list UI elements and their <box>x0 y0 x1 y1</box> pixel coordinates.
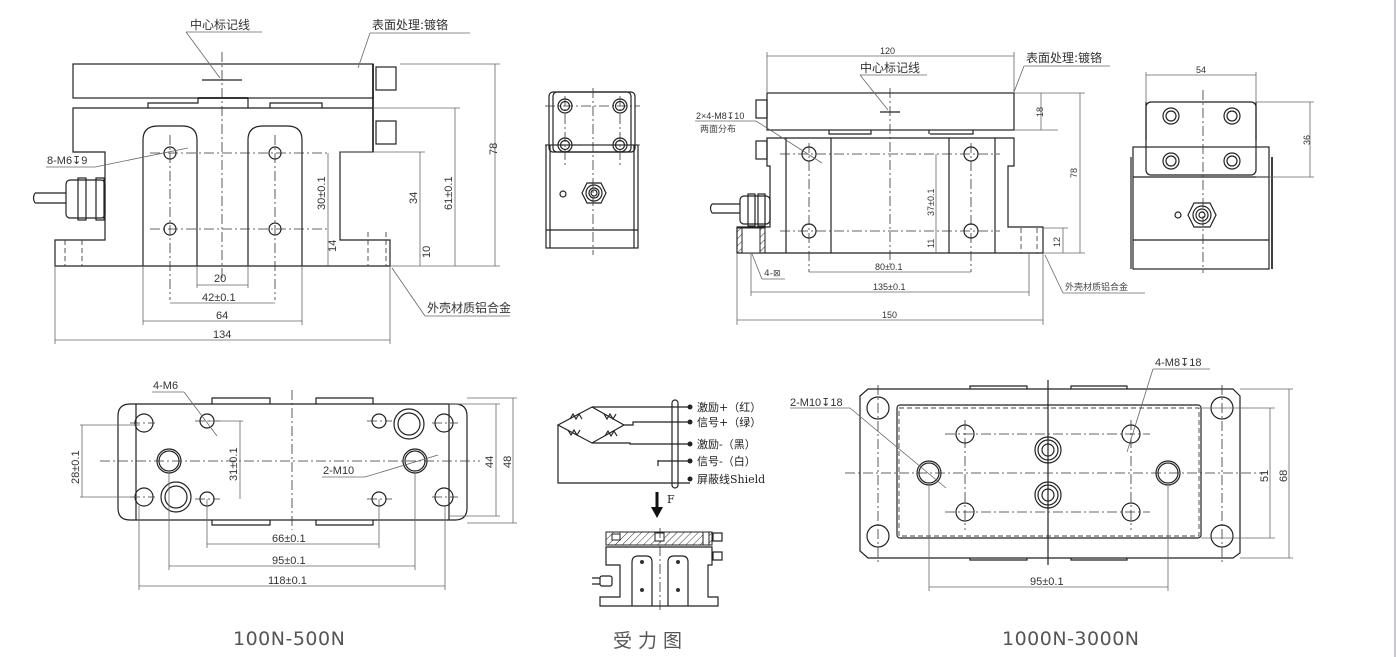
dim-150: 150 <box>882 310 897 320</box>
caption-1000n-3000n: 1000N-3000N <box>1002 628 1140 650</box>
dim-80: 80±0.1 <box>875 262 902 272</box>
dim-36: 36 <box>1302 135 1312 145</box>
wiring-diagram: 激励+（红） 信号+（绿） 激励-（黑） 信号-（白） 屏蔽线Shield <box>556 399 765 489</box>
force-label: F <box>667 493 675 506</box>
holes-4-m6-label: 4-M6 <box>153 380 178 392</box>
dim-34: 34 <box>408 192 420 204</box>
side-view-100-500 <box>545 88 640 255</box>
dim-20: 20 <box>214 273 226 285</box>
top-view-1000-3000: 2-M10↧18 4-M8↧18 51 68 95±0.1 <box>790 357 1293 591</box>
dim-28: 28±0.1 <box>70 450 82 484</box>
dim-95-large: 95±0.1 <box>1030 576 1064 588</box>
dim-51: 51 <box>1259 470 1271 482</box>
wire-signal-minus: 信号-（白） <box>697 454 756 468</box>
dim-11: 11 <box>926 239 936 248</box>
surface-treatment-label: 表面处理:镀铬 <box>372 17 448 32</box>
wire-excitation-plus: 激励+（红） <box>697 400 761 414</box>
dim-31: 31±0.1 <box>228 447 240 481</box>
dim-54: 54 <box>1196 65 1206 75</box>
m10-depth-label: 2-M10↧18 <box>790 397 843 409</box>
dim-68: 68 <box>1278 470 1290 482</box>
dim-10: 10 <box>421 246 433 258</box>
thread-sub-label: 两面分布 <box>700 123 736 135</box>
caption-force-diagram: 受力图 <box>613 630 689 652</box>
force-diagram: F <box>592 492 723 610</box>
wire-shield: 屏蔽线Shield <box>697 472 765 486</box>
dim-95: 95±0.1 <box>272 555 306 567</box>
wire-excitation-minus: 激励-（黑） <box>697 437 756 451</box>
dim-14: 14 <box>327 240 339 252</box>
dim-64: 64 <box>216 310 228 322</box>
surface-treatment-label-large: 表面处理:镀铬 <box>1026 50 1102 65</box>
dim-42: 42±0.1 <box>202 292 236 304</box>
center-mark-label-large: 中心标记线 <box>860 60 920 75</box>
dim-134: 134 <box>213 329 231 341</box>
dim-78: 78 <box>488 143 500 155</box>
dim-120: 120 <box>880 46 895 56</box>
center-mark-label: 中心标记线 <box>190 17 250 32</box>
housing-material-label-large: 外壳材质铝合金 <box>1065 281 1128 293</box>
dim-12: 12 <box>1052 237 1062 247</box>
force-arrow-icon <box>651 507 663 518</box>
side-view-1000-3000: 54 36 <box>1130 65 1314 273</box>
dim-135: 135±0.1 <box>873 282 905 292</box>
dim-66: 66±0.1 <box>272 533 306 545</box>
dim-18: 18 <box>1035 107 1045 117</box>
dim-48: 48 <box>502 456 514 468</box>
front-view-1000-3000: 中心标记线 表面处理:镀铬 2×4-M8↧10 两面分布 4-⊠ 外壳材质铝合金… <box>695 46 1145 325</box>
wire-signal-plus: 信号+（绿） <box>697 415 761 429</box>
dim-118: 118±0.1 <box>268 575 307 587</box>
dim-78-large: 78 <box>1069 168 1079 178</box>
front-view-100-500: 中心标记线 表面处理:镀铬 8-M6↧9 外壳材质铝合金 20 42±0.1 6… <box>32 17 511 344</box>
m10-label: 2-M10 <box>323 465 354 477</box>
dim-44: 44 <box>484 456 496 468</box>
dim-61: 61±0.1 <box>443 176 455 210</box>
thread-callout-label: 8-M6↧9 <box>47 155 87 167</box>
thread-callout-label-large: 2×4-M8↧10 <box>696 111 744 121</box>
m8-depth-label: 4-M8↧18 <box>1155 357 1202 369</box>
foot-label: 4-⊠ <box>764 269 781 279</box>
dim-30: 30±0.1 <box>316 176 328 210</box>
dim-37: 37±0.1 <box>926 189 936 216</box>
top-view-100-500: 4-M6 2-M10 28±0.1 31±0.1 44 48 66±0.1 95… <box>70 380 517 590</box>
caption-100n-500n: 100N-500N <box>233 628 346 650</box>
page-edge-divider <box>1394 0 1396 657</box>
housing-material-label: 外壳材质铝合金 <box>427 300 511 315</box>
